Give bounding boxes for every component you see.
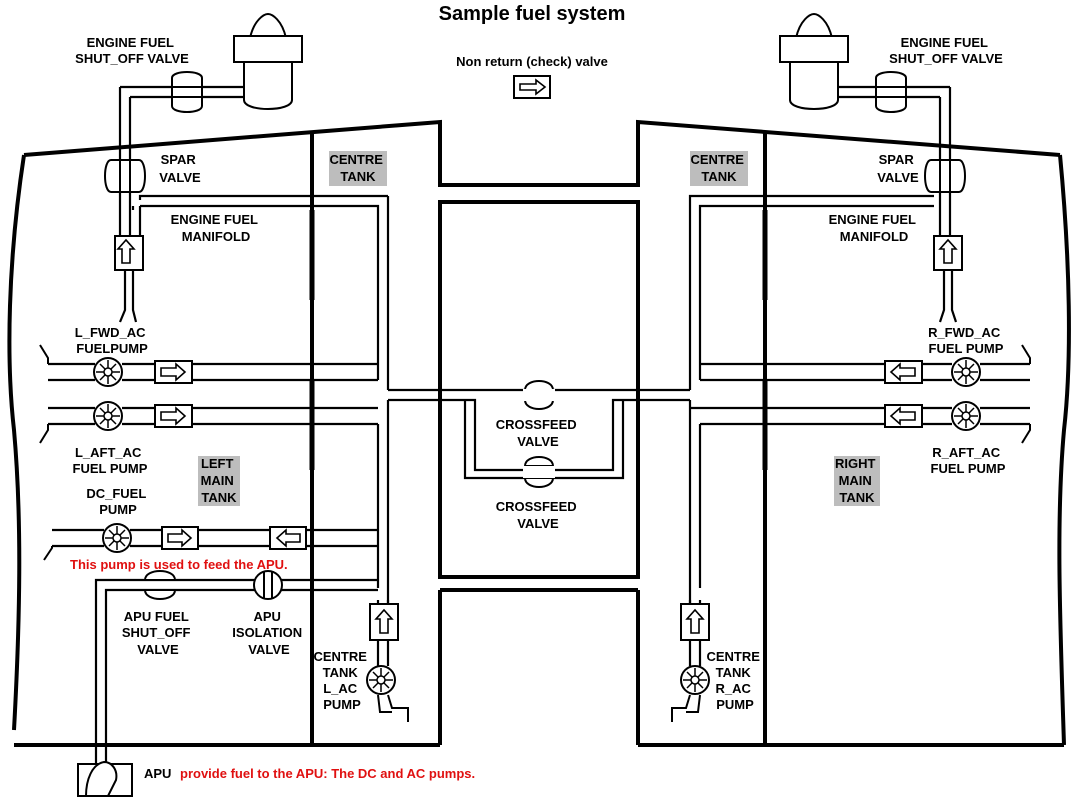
apu-label: APU: [144, 766, 171, 781]
left-aft-pump-line: [39, 400, 390, 604]
left-fwd-pump-line: [39, 344, 378, 382]
left-engine-icon: [233, 12, 303, 110]
left-spar-valve-icon: [104, 159, 146, 193]
left-engine-shutoff-valve-icon: [171, 71, 203, 113]
dc-pump-note: This pump is used to feed the APU.: [70, 557, 288, 572]
right-fwd-ac-fuel-pump-icon: [951, 357, 981, 387]
apu-isolation-valve-icon: [253, 570, 283, 600]
dc-pump-check-valve-icon: [161, 526, 199, 550]
apu-fuel-shutoff-valve-icon: [143, 570, 177, 600]
engine-manifold-left-label: ENGINE FUEL MANIFOLD: [171, 212, 262, 244]
centre-tank-left-label-bg: [329, 151, 387, 186]
crossfeed-valve-upper-icon: [523, 380, 555, 410]
engine-manifold-right-label: ENGINE FUEL MANIFOLD: [829, 212, 920, 244]
centre-tank-left-ac-pump-icon: [366, 665, 396, 695]
right-main-tank-label: RIGHT MAIN TANK: [835, 456, 879, 505]
centre-tank-left-check-valve-icon: [369, 603, 399, 641]
apu-note: provide fuel to the APU: The DC and AC p…: [180, 766, 475, 781]
centre-tank-right-label: CENTRE TANK: [690, 152, 747, 184]
left-fwd-check-valve-icon: [154, 360, 193, 384]
r-aft-pump-label: R_AFT_AC FUEL PUMP: [931, 445, 1006, 476]
l-aft-pump-label: L_AFT_AC FUEL PUMP: [73, 445, 148, 476]
right-engine-icon: [779, 12, 849, 110]
centre-tank-left-label: CENTRE TANK: [329, 152, 386, 184]
centre-tank-right-label-bg: [690, 151, 748, 186]
right-main-tank-label-bg: [834, 456, 880, 506]
right-aft-ac-fuel-pump-icon: [951, 401, 981, 431]
left-aft-ac-fuel-pump-icon: [93, 401, 123, 431]
legend-check-valve-icon: [513, 75, 551, 99]
centre-tank-right-ac-pump-icon: [680, 665, 710, 695]
left-fwd-ac-fuel-pump-icon: [93, 357, 123, 387]
apu-icon: [77, 760, 133, 797]
apu-isolation-label: APU ISOLATION VALVE: [232, 609, 305, 657]
centre-tank-r-pump-label: CENTRE TANK R_AC PUMP: [706, 649, 763, 712]
crossfeed-valve-lower-icon: [523, 456, 555, 488]
centre-to-left-check-valve-icon: [269, 526, 307, 550]
left-main-tank-label-bg: [198, 456, 240, 506]
engine-fuel-shutoff-left-label: ENGINE FUEL SHUT_OFF VALVE: [75, 35, 189, 66]
l-fwd-pump-label: L_FWD_AC FUELPUMP: [75, 325, 149, 356]
right-engine-shutoff-valve-icon: [875, 71, 907, 113]
legend-check-valve-label: Non return (check) valve: [456, 54, 608, 69]
apu-shutoff-label: APU FUEL SHUT_OFF VALVE: [122, 609, 194, 657]
right-fwd-pump-line: [700, 344, 1031, 382]
left-manifold-check-valve-icon: [114, 235, 144, 271]
right-aft-pump-line: [688, 400, 1031, 604]
apu-feed-line: [94, 578, 378, 766]
dc-fuel-pump-icon: [102, 523, 132, 553]
engine-fuel-shutoff-right-label: ENGINE FUEL SHUT_OFF VALVE: [889, 35, 1003, 66]
centre-tank-right-check-valve-icon: [680, 603, 710, 641]
right-engine-manifold: [688, 194, 958, 390]
left-main-tank-label: LEFT MAIN TANK: [201, 456, 238, 505]
right-aft-check-valve-icon: [884, 404, 923, 428]
centre-tank-l-pump-label: CENTRE TANK L_AC PUMP: [313, 649, 370, 712]
right-manifold-check-valve-icon: [933, 235, 963, 271]
crossfeed-piping: [388, 388, 690, 480]
spar-valve-right-label: SPAR VALVE: [877, 152, 919, 185]
left-aft-check-valve-icon: [154, 404, 193, 428]
dc-pump-line: [43, 528, 378, 561]
right-fwd-check-valve-icon: [884, 360, 923, 384]
dc-fuel-pump-label: DC_FUEL PUMP: [86, 486, 149, 517]
spar-valve-left-label: SPAR VALVE: [159, 152, 201, 185]
right-spar-valve-icon: [924, 159, 966, 193]
diagram-title: Sample fuel system: [439, 3, 626, 25]
left-engine-manifold: [118, 194, 390, 390]
r-fwd-pump-label: R_FWD_AC FUEL PUMP: [928, 325, 1004, 356]
crossfeed-valve-lower-label: CROSSFEED VALVE: [496, 499, 581, 531]
crossfeed-valve-upper-label: CROSSFEED VALVE: [496, 417, 581, 449]
